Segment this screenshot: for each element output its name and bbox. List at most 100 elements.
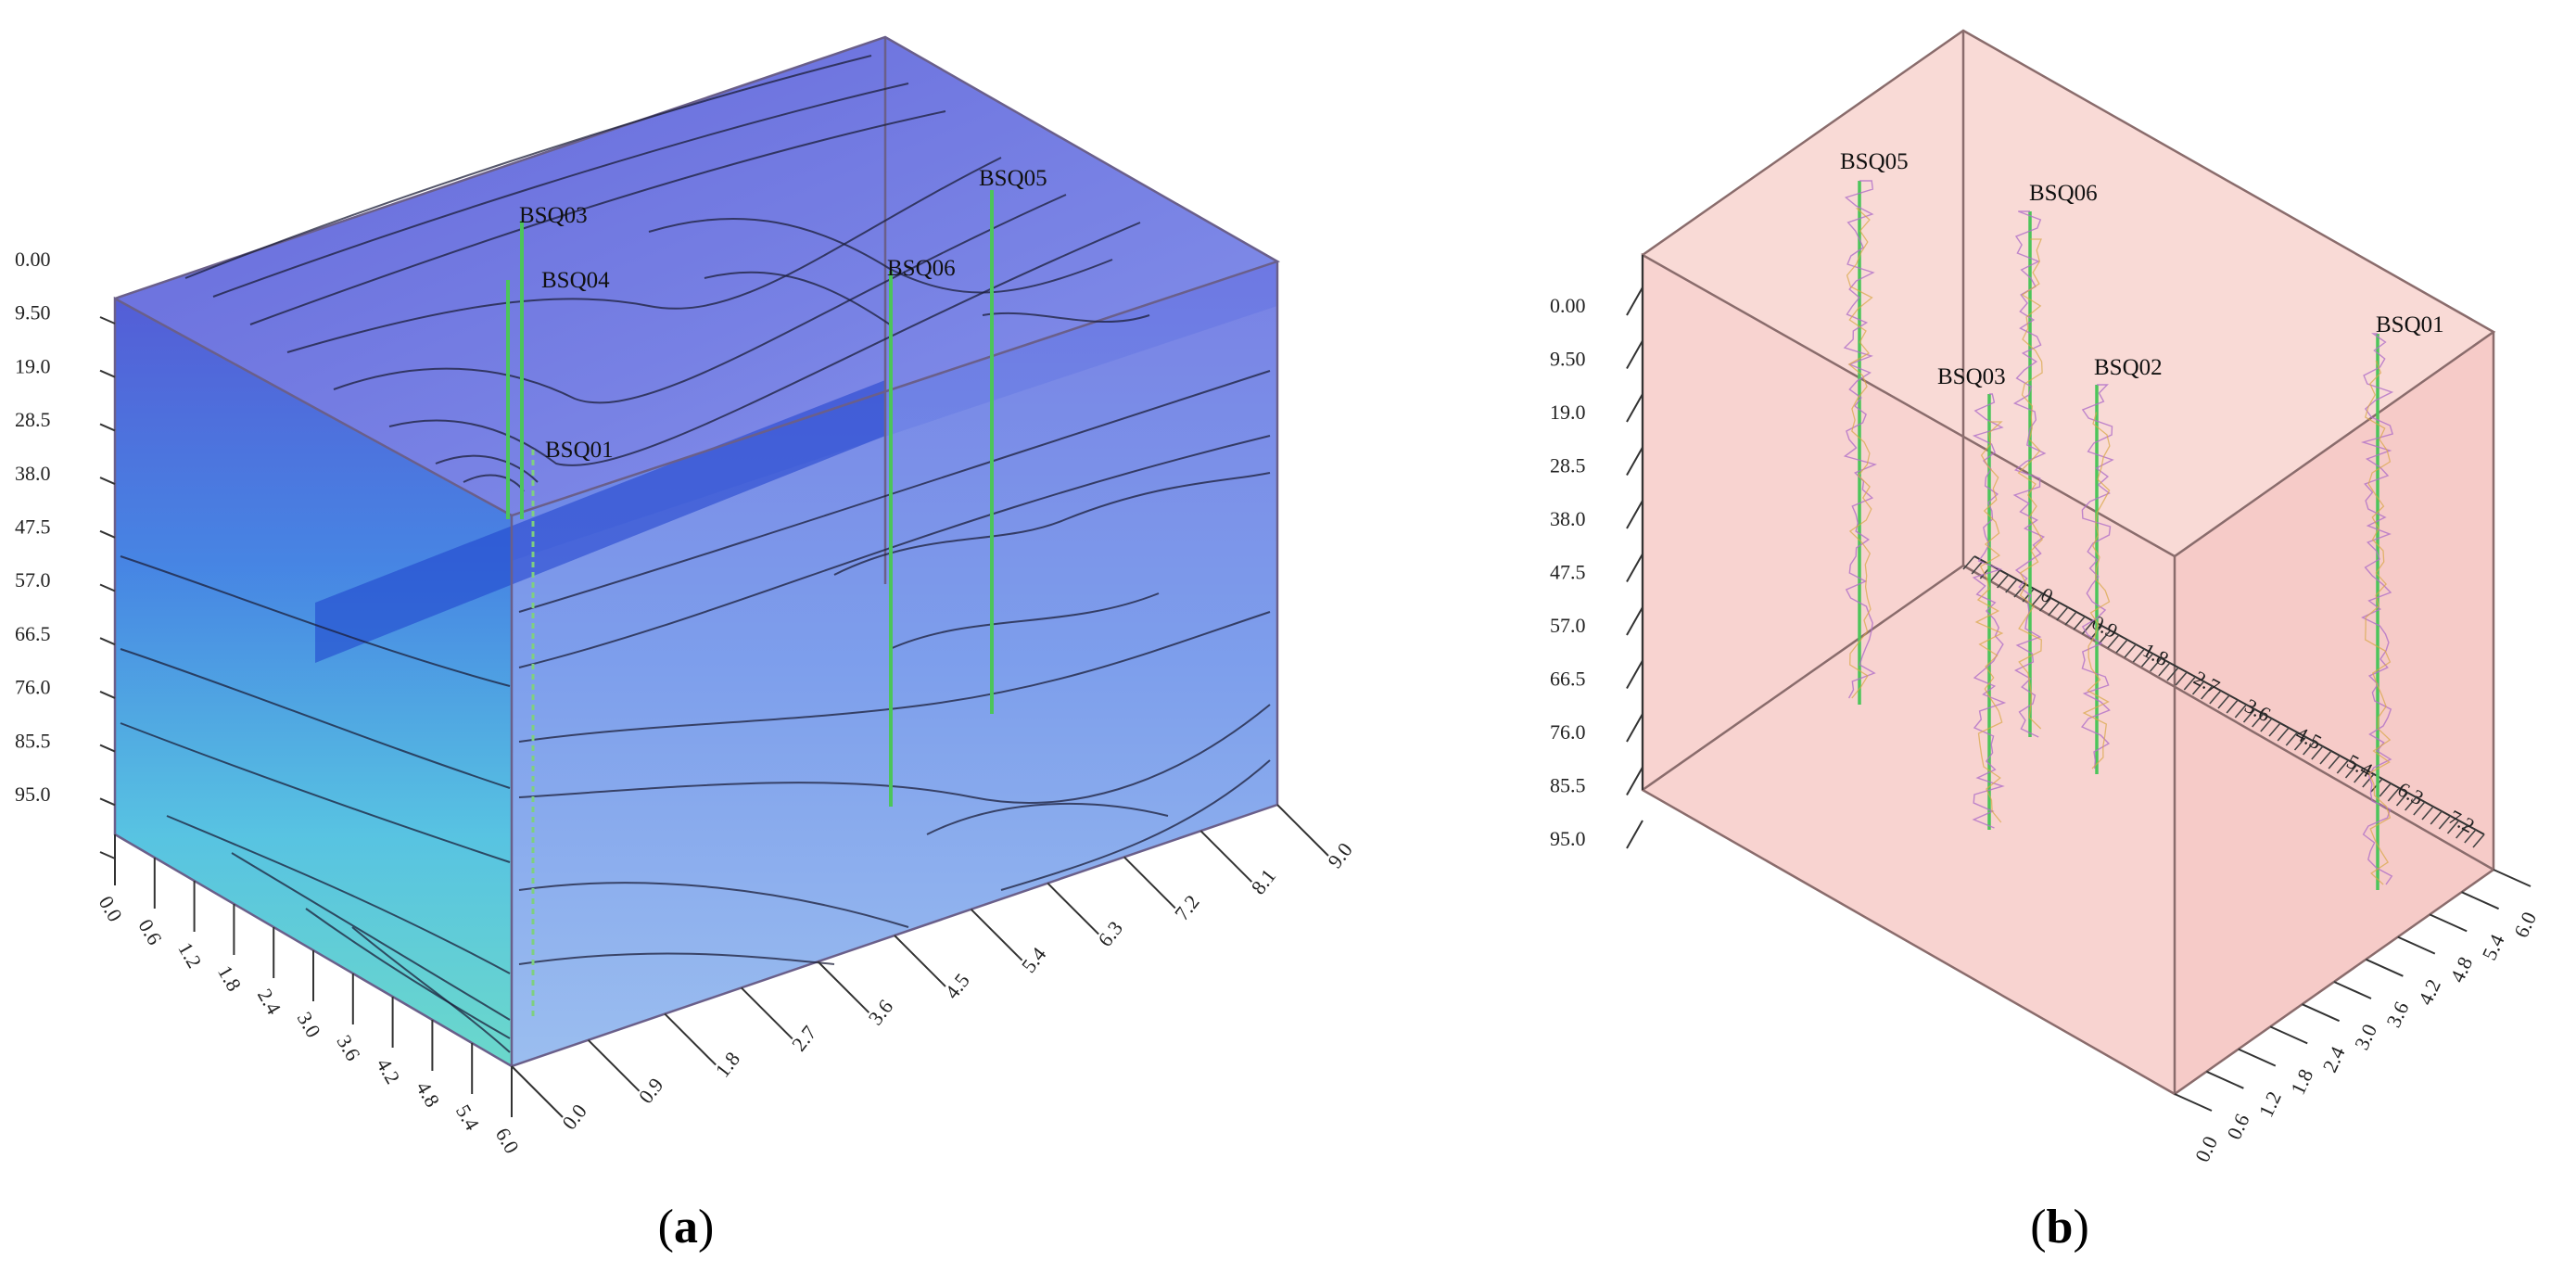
depth-label-b-0: 0.00 [1550,294,1586,317]
bottom-tick-b-10 [2493,869,2532,887]
ruler-tick-b-16 [2099,630,2112,644]
side-tick-a-6 [970,909,1023,961]
depth-tick-b-3 [1626,447,1643,476]
panel-a-block-model: BSQ03 BSQ04 BSQ01 BSQ06 BSQ05 0.009.5019… [15,35,1357,1253]
depth-label-b-1: 9.50 [1550,348,1586,371]
front-label-a-6: 3.6 [332,1031,364,1064]
ruler-tick-b-49 [2379,782,2392,797]
b-side-face [2175,332,2494,1094]
depth-tick-a-5 [99,583,116,592]
front-contours [120,555,511,1053]
depth-axis-b: 0.009.5019.028.538.047.557.066.576.085.5… [1550,255,1643,850]
depth-label-b-8: 76.0 [1550,720,1586,744]
depth-tick-a-7 [99,690,116,699]
bottom-label-b-9: 5.4 [2477,931,2508,963]
side-label-a-5: 4.5 [940,969,974,1003]
well-label-b-1: BSQ06 [2029,181,2098,206]
depth-label-b-3: 28.5 [1550,454,1586,477]
depth-tick-b-7 [1626,660,1643,689]
depth-label-a-9: 85.5 [15,729,51,752]
bottom-tick-b-9 [2461,891,2500,910]
bottom-label-b-5: 3.0 [2350,1021,2381,1053]
bottom-label-b-7: 4.2 [2414,975,2445,1008]
ruler-tick-b-57 [2446,820,2460,834]
bottom-label-b-3: 1.8 [2286,1065,2317,1098]
depth-tick-b-4 [1626,500,1643,529]
side-tick-a-4 [817,961,870,1013]
depth-tick-a-10 [99,851,116,859]
ruler-tick-b-30 [2217,694,2230,709]
panel-b-well-model: 00.91.82.73.64.55.46.37.2 BSQ05 BSQ06 BS… [1550,29,2541,1253]
depth-tick-b-10 [1626,820,1643,849]
b-top-face [1643,31,2494,556]
ruler-tick-b-13 [2073,616,2086,630]
depth-label-b-6: 57.0 [1550,614,1586,637]
bottom-tick-b-7 [2397,935,2436,955]
bottom-label-b-2: 1.2 [2254,1088,2286,1120]
box-edges [113,35,1281,1068]
side-label-a-0: 0.0 [557,1100,591,1134]
ruler-tick-b-47 [2362,773,2375,788]
wells-a [506,190,994,1020]
ruler-tick-b-34 [2252,713,2265,728]
depth-label-b-9: 85.5 [1550,774,1586,797]
well-label-b-2: BSQ01 [2376,312,2444,337]
ruler-tick-b-59 [2464,829,2477,844]
well-b-trace2-4 [2082,412,2111,770]
well-b-trace-0 [1843,180,1878,699]
ruler-tick-b-43 [2328,755,2341,770]
ruler-tick-b-42 [2319,750,2332,765]
side-contours [518,370,1271,965]
side-tick-a-5 [894,935,946,987]
ruler-tick-b-21 [2140,653,2154,668]
depth-tick-b-2 [1626,393,1643,423]
side-label-a-4: 3.6 [864,995,898,1029]
bottom-label-b-8: 4.8 [2445,953,2477,986]
ruler-tick-b-12 [2064,611,2077,626]
b-front-face [1643,255,2175,1094]
depth-label-a-4: 38.0 [15,462,51,485]
depth-label-a-6: 57.0 [15,568,51,592]
bottom-tick-b-2 [2238,1048,2277,1067]
front-label-a-10: 6.0 [491,1124,524,1157]
front-label-a-7: 4.2 [372,1054,404,1088]
well-label-b-4: BSQ02 [2094,355,2163,380]
side-label-a-7: 6.3 [1093,917,1127,951]
depth-label-b-2: 19.0 [1550,401,1586,424]
ruler-tick-b-22 [2150,657,2163,672]
well-b-trace-2 [2360,333,2394,885]
side-label-a-6: 5.4 [1017,943,1051,977]
ruler-tick-b-51 [2395,792,2409,807]
ruler-tick-b-27 [2191,681,2205,695]
bottom-tick-b-4 [2302,1003,2341,1023]
side-tick-a-0 [511,1065,564,1118]
well-label-a-1: BSQ04 [541,268,610,293]
bottom-label-b-6: 3.6 [2381,998,2413,1030]
side-label-a-1: 0.9 [634,1074,668,1108]
well-label-a-2: BSQ01 [545,438,614,463]
side-label-a-10: 9.0 [1323,838,1357,872]
ruler-tick-b-50 [2387,787,2400,802]
ruler-tick-b-5 [2005,579,2018,593]
depth-tick-b-5 [1626,553,1643,582]
ruler-tick-b-53 [2413,801,2426,816]
ruler-tick-b-31 [2226,699,2239,714]
ruler-tick-b-4 [1997,574,2010,589]
depth-label-b-5: 47.5 [1550,561,1586,584]
ruler-tick-b-11 [2056,606,2069,621]
depth-tick-a-0 [99,316,116,324]
ruler-tick-b-17 [2107,634,2120,649]
depth-label-b-4: 38.0 [1550,507,1586,530]
ruler-tick-b-10 [2048,602,2061,617]
well-label-b-0: BSQ05 [1840,149,1909,174]
well-b-trace2-1 [2017,238,2043,730]
ruler-tick-b-38 [2285,732,2298,746]
depth-label-a-2: 19.0 [15,354,51,377]
ruler-tick-b-52 [2405,796,2417,811]
depth-tick-b-9 [1626,767,1643,795]
well-label-a-3: BSQ06 [887,256,956,281]
ruler-tick-b-44 [2336,759,2349,774]
side-label-a-8: 7.2 [1170,890,1204,924]
bottom-label-b-4: 2.4 [2317,1043,2349,1075]
